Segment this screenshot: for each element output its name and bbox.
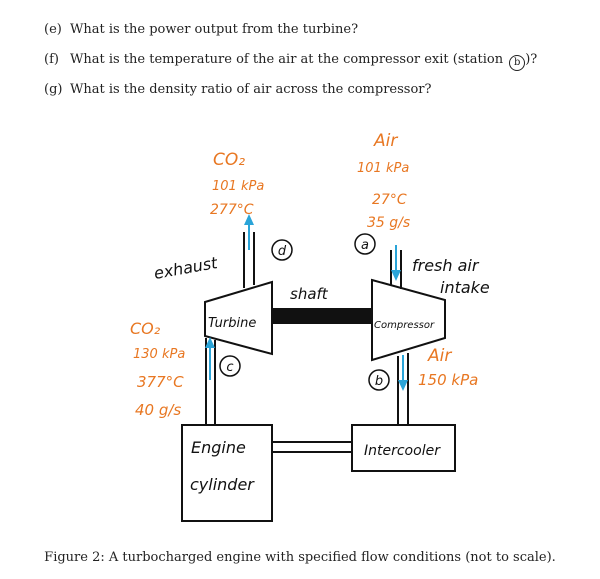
shaft-label: shaft (290, 285, 329, 303)
question-text: What is the temperature of the air at th… (70, 52, 504, 67)
intake-label: intake (440, 278, 490, 297)
question-e: (e) What is the power output from the tur… (44, 22, 358, 37)
co2-left-temp: 377°C (137, 373, 184, 391)
arrow-head (205, 337, 215, 348)
air-right-gas: Air (427, 346, 452, 366)
question-f: (f) What is the temperature of the air at… (44, 52, 537, 71)
arrow-head (391, 270, 401, 281)
air-top-temp: 27°C (372, 192, 407, 208)
engine-cylinder-box (181, 424, 273, 522)
engine-label: Engine (191, 438, 246, 457)
question-text: What is the power output from the turbin… (70, 22, 359, 37)
question-label: (e) (44, 22, 62, 37)
station-b-circle (368, 369, 390, 391)
air-right-pressure: 150 kPa (418, 371, 478, 389)
question-g: (g) What is the density ratio of air acro… (44, 82, 431, 97)
exhaust-label: exhaust (152, 253, 219, 283)
turbine-shape (204, 280, 273, 356)
figure-caption: Figure 2: A turbocharged engine with spe… (44, 550, 556, 565)
air-top-gas: Air (373, 131, 398, 151)
station-b-marker: b (509, 55, 526, 71)
station-a-circle (354, 233, 376, 255)
station-c-circle (219, 355, 241, 377)
question-label: (g) (44, 82, 63, 97)
station-a-label: a (361, 238, 369, 253)
cylinder-label: cylinder (190, 475, 255, 494)
compressor-shape (371, 278, 446, 362)
co2-left-pressure: 130 kPa (133, 347, 185, 362)
station-d-circle (271, 239, 293, 261)
compressor-label: Compressor (374, 320, 435, 331)
question-label: (f) (44, 52, 59, 67)
arrow-head (398, 380, 408, 391)
co2-top-pressure: 101 kPa (212, 179, 264, 194)
arrow-head (244, 214, 254, 225)
co2-top-temp: 277°C (210, 202, 254, 218)
question-suffix: )? (525, 52, 538, 67)
fresh-air-label: fresh air (412, 256, 480, 275)
air-top-flow: 35 g/s (367, 215, 410, 231)
station-b-label: b (375, 374, 383, 389)
air-top-pressure: 101 kPa (357, 161, 409, 176)
turbine-label: Turbine (208, 316, 256, 331)
co2-top-gas: CO₂ (213, 150, 245, 170)
question-text: What is the density ratio of air across … (70, 82, 432, 97)
intercooler-label: Intercooler (364, 443, 441, 459)
shaft-bar (272, 308, 372, 324)
station-c-label: c (226, 360, 233, 375)
co2-left-gas: CO₂ (130, 319, 161, 338)
intercooler-box (351, 424, 456, 472)
station-d-label: d (278, 244, 287, 259)
co2-left-flow: 40 g/s (135, 401, 181, 419)
